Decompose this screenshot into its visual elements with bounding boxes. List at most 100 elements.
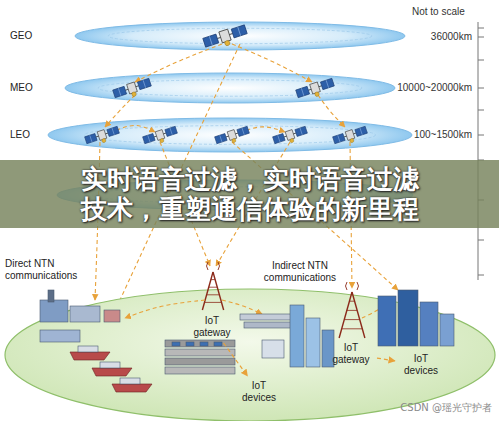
- satellite-body: [97, 130, 107, 141]
- satellite-body: [345, 130, 355, 141]
- orbit-name: LEO: [10, 129, 40, 141]
- panel-grid: [326, 80, 328, 88]
- signal-link: [135, 44, 222, 82]
- solar-panel: [320, 78, 334, 89]
- panel-grid: [220, 135, 222, 142]
- solar-panel: [107, 126, 119, 136]
- altitude-value: 36000km: [392, 31, 472, 43]
- solar-panel: [203, 34, 219, 47]
- solar-panel: [237, 126, 249, 136]
- tower-brace: [347, 310, 357, 311]
- radio-wave: [346, 282, 348, 290]
- satellite-icon: [272, 125, 308, 147]
- solar-panel: [333, 134, 345, 144]
- solar-panel: [273, 134, 285, 144]
- antenna-dish: [289, 138, 294, 143]
- antenna-dish: [314, 91, 320, 97]
- solar-panel: [355, 126, 367, 136]
- tower-leg: [213, 272, 224, 310]
- satellite-icon: [214, 125, 250, 147]
- data-building: [378, 296, 396, 346]
- gateway-tower: [202, 262, 223, 310]
- solar-panel: [85, 134, 97, 144]
- scale-tick: [478, 88, 484, 89]
- tower-brace: [342, 328, 363, 329]
- parked-car: [186, 342, 194, 346]
- parked-car: [214, 342, 222, 346]
- garage-floor: [165, 358, 235, 365]
- satellite-icon: [295, 77, 335, 102]
- node-label: IoT devices: [398, 353, 444, 377]
- scale-tick: [478, 110, 484, 111]
- tower-brace: [349, 301, 354, 302]
- panel-grid: [338, 135, 340, 142]
- skyscraper: [322, 330, 334, 367]
- satellite-icon: [112, 77, 152, 102]
- solar-panel: [295, 126, 307, 136]
- scale-tick: [478, 275, 484, 276]
- factory-building: [70, 306, 100, 322]
- panel-grid: [90, 135, 92, 142]
- tower-leg: [339, 292, 352, 338]
- link-connector: [377, 358, 395, 361]
- watermark: CSDN @瑶光守护者: [372, 402, 492, 414]
- panel-grid: [238, 27, 241, 36]
- title-text: 实时语音过滤，实时语音过滤技术，重塑通信体验的新里程: [70, 164, 430, 224]
- data-building: [440, 314, 454, 346]
- satellite-body: [227, 130, 237, 141]
- satellite-body: [310, 82, 321, 94]
- link-caption: Indirect NTN communications: [255, 260, 345, 284]
- ship-cargo: [120, 378, 140, 384]
- satellite-body: [155, 130, 165, 141]
- device-node: IoT gateway: [189, 314, 235, 340]
- solar-panel: [113, 86, 127, 97]
- orbit-band: [65, 73, 395, 103]
- panel-grid: [112, 128, 114, 135]
- scale-tick: [478, 28, 484, 29]
- device-node: IoT devices: [236, 379, 282, 405]
- tower-brace: [209, 287, 218, 288]
- orbit-band: [75, 22, 405, 50]
- signal-link: [222, 300, 262, 314]
- satellite-body: [127, 82, 138, 94]
- garage-floor: [165, 349, 235, 356]
- tower-brace: [211, 279, 215, 280]
- cargo-ship: [70, 352, 110, 360]
- panel-grid: [242, 128, 244, 135]
- house-block: [262, 340, 284, 358]
- satellite-icon: [84, 125, 120, 147]
- radio-wave: [218, 262, 220, 270]
- tower-brace: [204, 302, 221, 303]
- panel-grid: [360, 128, 362, 135]
- signal-link: [318, 95, 345, 127]
- scale-tick: [478, 37, 484, 38]
- garage-floor: [165, 367, 235, 374]
- tower-leg: [202, 272, 213, 310]
- antenna-dish: [349, 138, 354, 143]
- satellite-icon: [142, 125, 178, 147]
- panel-grid: [300, 128, 302, 135]
- node-label: IoT devices: [236, 380, 282, 404]
- signal-link: [105, 95, 135, 127]
- signal-link: [125, 300, 205, 318]
- scale-tick: [478, 60, 484, 61]
- solar-panel: [231, 25, 247, 38]
- cargo-ship: [92, 368, 132, 376]
- orbit-path: [84, 126, 375, 145]
- orbit-name: GEO: [10, 30, 40, 42]
- factory-chimney: [48, 290, 54, 302]
- data-building: [398, 290, 418, 346]
- title-banner: [0, 160, 499, 228]
- node-label: IoT gateway: [189, 315, 235, 339]
- scale-note: Not to scale: [412, 6, 482, 18]
- ship-cargo: [78, 346, 98, 352]
- ground-area: [5, 289, 495, 421]
- panel-grid: [143, 80, 145, 88]
- node-label: IoT gateway: [328, 342, 374, 366]
- parked-car: [200, 342, 208, 346]
- parked-car: [172, 342, 180, 346]
- satellite-body: [285, 130, 295, 141]
- panel-grid: [148, 135, 150, 142]
- satellite-body: [219, 29, 231, 43]
